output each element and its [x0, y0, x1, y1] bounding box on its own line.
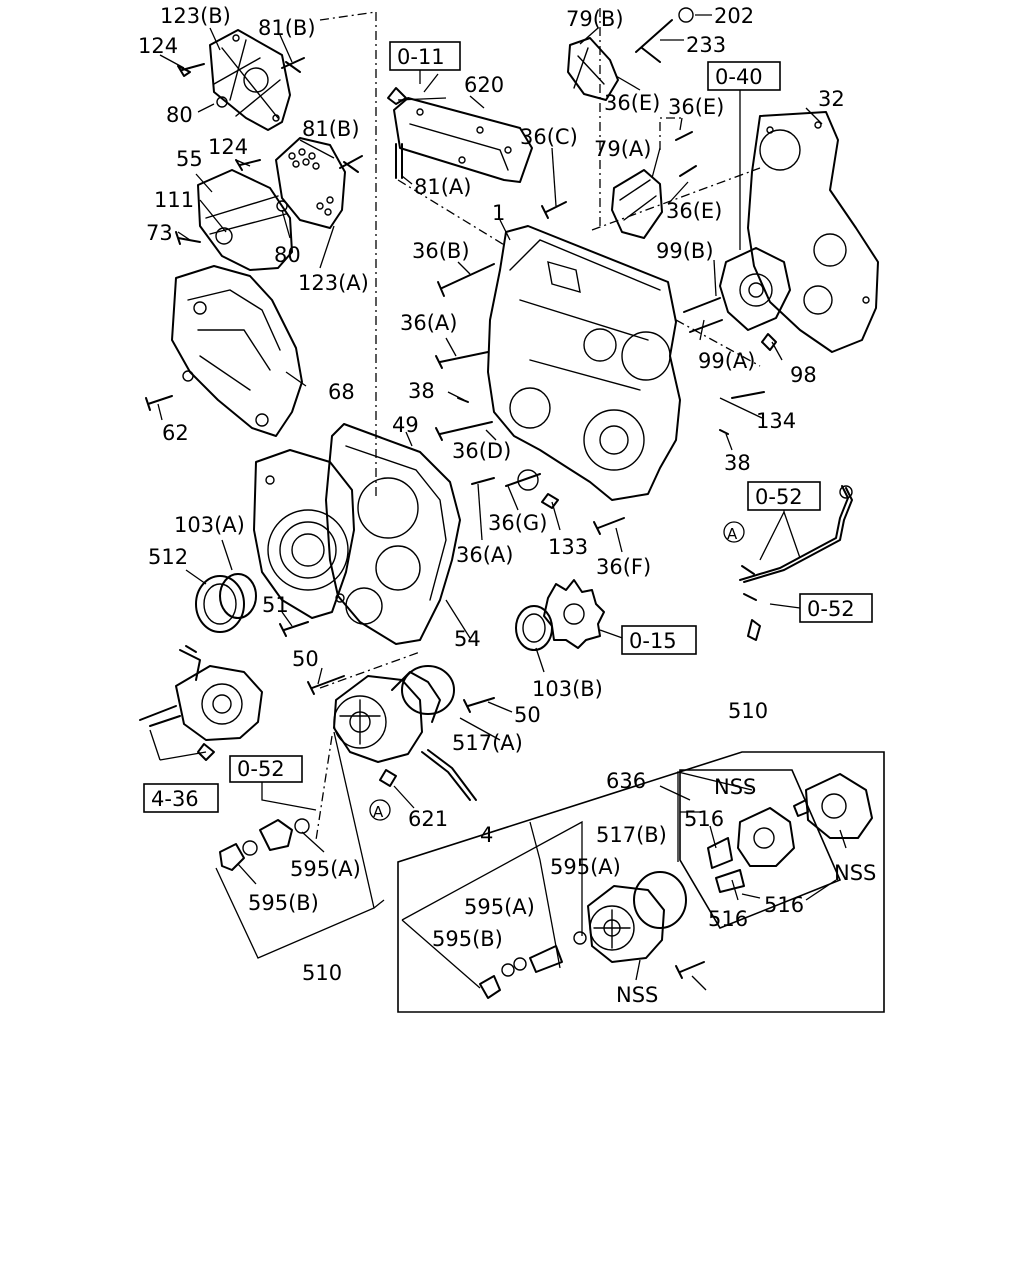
ref-0-52: 0-52	[807, 597, 855, 621]
label-517b: 517(B)	[596, 823, 667, 847]
label-123a: 123(A)	[298, 271, 369, 295]
label-123b: 123(B)	[160, 4, 231, 28]
label-36e: 36(E)	[668, 95, 724, 119]
label-111: 111	[154, 188, 194, 212]
vacuum-pump-left	[139, 645, 345, 761]
label-nss: NSS	[834, 861, 876, 885]
label-233: 233	[686, 33, 726, 57]
label-595b: 595(B)	[248, 891, 319, 915]
cover-plate-123b	[177, 29, 305, 131]
label-80: 80	[166, 103, 193, 127]
label-4: 4	[480, 823, 493, 847]
label-595a: 595(A)	[464, 895, 535, 919]
bracket-79a	[611, 131, 697, 239]
label-620: 620	[464, 73, 504, 97]
label-516: 516	[684, 807, 724, 831]
label-124: 124	[208, 135, 248, 159]
label-73: 73	[146, 221, 173, 245]
pump-99	[683, 247, 791, 351]
label-36f: 36(F)	[596, 555, 651, 579]
label-99b: 99(B)	[656, 239, 714, 263]
label-36c: 36(C)	[520, 125, 578, 149]
gear-and-seal	[515, 579, 605, 651]
ref-0-15: 0-15	[629, 629, 677, 653]
label-516: 516	[708, 907, 748, 931]
label-36a: 36(A)	[456, 543, 513, 567]
gasket-32	[747, 111, 879, 353]
label-595a: 595(A)	[550, 855, 621, 879]
reference-boxes: 0-11 0-40 0-52 0-52 0-15 0-52 4-36	[143, 41, 873, 813]
plate-123a	[275, 137, 363, 229]
label-517a: 517(A)	[452, 731, 523, 755]
cover-68	[145, 265, 303, 437]
label-134: 134	[756, 409, 796, 433]
label-124: 124	[138, 34, 178, 58]
label-55: 55	[176, 147, 203, 171]
bolts-housing	[435, 201, 765, 535]
label-103a: 103(A)	[174, 513, 245, 537]
label-68: 68	[328, 380, 355, 404]
circle-marks: A A	[369, 521, 745, 821]
inset-pump-517b	[479, 871, 705, 999]
label-81b: 81(B)	[258, 16, 316, 40]
label-36e: 36(E)	[666, 199, 722, 223]
label-62: 62	[162, 421, 189, 445]
label-510: 510	[728, 699, 768, 723]
label-79a: 79(A)	[594, 137, 651, 161]
callout-brackets	[149, 44, 837, 989]
label-98: 98	[790, 363, 817, 387]
label-81a: 81(A)	[414, 175, 471, 199]
mark-a: A	[373, 803, 384, 821]
label-36e: 36(E)	[604, 91, 660, 115]
label-81b: 81(B)	[302, 117, 360, 141]
timing-case-1	[487, 225, 681, 501]
label-54: 54	[454, 627, 481, 651]
centerlines	[315, 8, 761, 841]
label-621: 621	[408, 807, 448, 831]
label-99a: 99(A)	[698, 349, 755, 373]
label-38: 38	[408, 379, 435, 403]
label-636: 636	[606, 769, 646, 793]
ref-0-40: 0-40	[715, 65, 763, 89]
label-36g: 36(G)	[488, 511, 547, 535]
label-32: 32	[818, 87, 845, 111]
label-36d: 36(D)	[452, 439, 511, 463]
label-512: 512	[148, 545, 188, 569]
label-80: 80	[274, 243, 301, 267]
inset-rotor-516	[707, 773, 873, 893]
fuel-line-052	[739, 485, 853, 641]
label-38: 38	[724, 451, 751, 475]
label-202: 202	[714, 4, 754, 28]
label-50: 50	[292, 647, 319, 671]
label-79b: 79(B)	[566, 7, 624, 31]
label-nss: NSS	[714, 775, 756, 799]
label-595b: 595(B)	[432, 927, 503, 951]
mark-a: A	[727, 525, 738, 543]
ref-0-52: 0-52	[755, 485, 803, 509]
label-133: 133	[548, 535, 588, 559]
label-103b: 103(B)	[532, 677, 603, 701]
label-510: 510	[302, 961, 342, 985]
leader-lines	[157, 14, 847, 991]
label-36b: 36(B)	[412, 239, 470, 263]
ref-0-52: 0-52	[237, 757, 285, 781]
front-cover-54	[253, 423, 461, 645]
label-595a: 595(A)	[290, 857, 361, 881]
label-nss: NSS	[616, 983, 658, 1007]
label-51: 51	[262, 593, 289, 617]
seals-512-103a	[195, 573, 309, 637]
ref-0-11: 0-11	[397, 45, 445, 69]
vacuum-pump-517a	[333, 665, 495, 801]
inset-frames	[397, 751, 885, 1013]
label-1: 1	[492, 201, 505, 225]
gasket-620	[387, 87, 533, 183]
ref-4-36: 4-36	[151, 787, 199, 811]
label-36a: 36(A)	[400, 311, 457, 335]
label-49: 49	[392, 413, 419, 437]
label-50: 50	[514, 703, 541, 727]
label-516: 516	[764, 893, 804, 917]
part-labels: 123(B) 81(B) 124 80 124 81(B) 55 111 73 …	[138, 4, 876, 1007]
